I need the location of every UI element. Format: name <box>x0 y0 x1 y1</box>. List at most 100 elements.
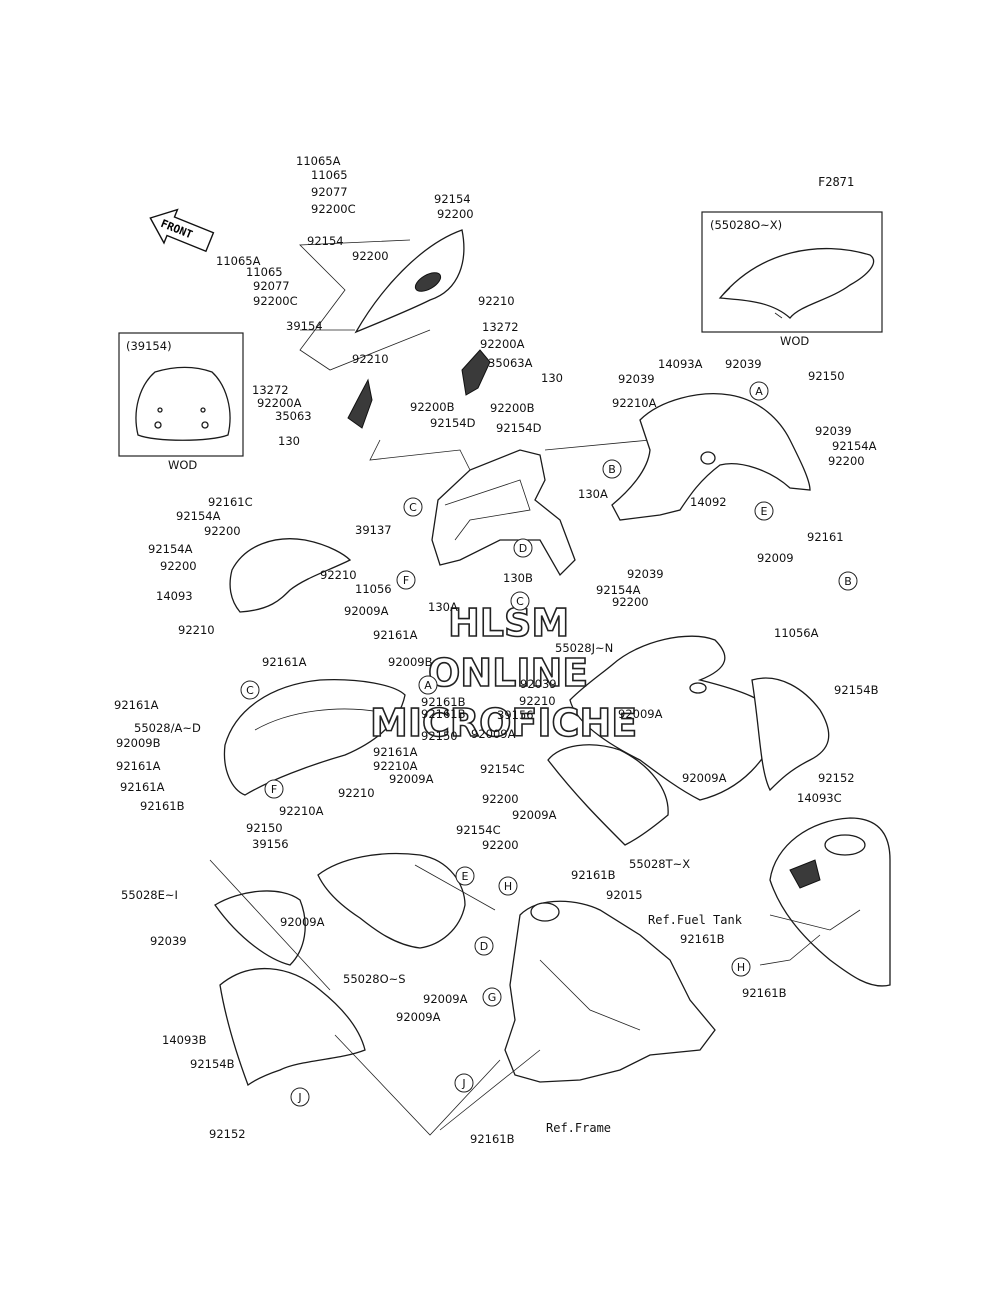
mirror-stay-right <box>347 349 491 429</box>
part-number-label: 13272 <box>252 383 289 397</box>
part-number-label: 92039 <box>627 567 664 581</box>
part-number-label: 92210A <box>279 804 324 818</box>
part-number-label: 92200B <box>410 400 455 414</box>
callout-g: G <box>482 987 502 1007</box>
inset-left-caption: WOD <box>168 458 197 472</box>
part-number-label: 92200A <box>480 337 525 351</box>
callout-e: E <box>455 866 475 886</box>
part-number-label: 92009A <box>280 915 325 929</box>
part-number-label: 92150 <box>421 729 458 743</box>
part-number-label: 130 <box>541 371 563 385</box>
part-number-label: 92200 <box>160 559 197 573</box>
part-number-label: 92161A <box>116 759 161 773</box>
part-number-label: 92009A <box>423 992 468 1006</box>
part-number-label: 14092 <box>690 495 727 509</box>
side-cowl-left <box>214 890 306 966</box>
part-number-label: 92039 <box>725 357 762 371</box>
part-number-label: 130B <box>503 571 533 585</box>
part-number-label: 92161B <box>742 986 787 1000</box>
part-number-label: 92009A <box>682 771 727 785</box>
part-number-label: 13272 <box>482 320 519 334</box>
callout-b: B <box>838 571 858 591</box>
part-number-label: 92154A <box>832 439 877 453</box>
part-number-label: 92009B <box>116 736 161 750</box>
part-number-label: 92210 <box>352 352 389 366</box>
part-number-label: 92150 <box>808 369 845 383</box>
callout-f: F <box>264 779 284 799</box>
part-number-label: 92210 <box>519 694 556 708</box>
part-number-label: 92161A <box>262 655 307 669</box>
part-number-label: 92154D <box>430 416 476 430</box>
part-number-label: 92161 <box>807 530 844 544</box>
part-number-label: 92154A <box>176 509 221 523</box>
callout-d: D <box>474 936 494 956</box>
callout-f: F <box>396 570 416 590</box>
part-number-label: 39156 <box>252 837 289 851</box>
inset-right-title: (55028O~X) <box>710 218 782 232</box>
inset-left-title: (39154) <box>126 339 172 353</box>
watermark-line1: HLSM <box>448 601 569 645</box>
svg-text:E: E <box>462 870 469 883</box>
part-number-label: 92039 <box>618 372 655 386</box>
part-number-label: 11065 <box>246 265 283 279</box>
part-number-label: 11065A <box>296 154 341 168</box>
part-number-label: 92154 <box>307 234 344 248</box>
part-number-label: 92009A <box>471 727 516 741</box>
callout-c: C <box>240 680 260 700</box>
frame-reference <box>504 900 716 1083</box>
part-number-label: 92161A <box>373 628 418 642</box>
svg-text:J: J <box>461 1077 465 1090</box>
side-cowl-right-lower <box>547 744 669 846</box>
windshield <box>299 229 465 371</box>
svg-text:A: A <box>424 679 432 692</box>
part-number-label: 55028O~S <box>343 972 406 986</box>
part-number-label: 92009B <box>388 655 433 669</box>
part-number-label: 92009A <box>618 707 663 721</box>
lower-panel-left <box>219 967 366 1087</box>
callout-c: C <box>403 497 423 517</box>
part-number-label: 92200C <box>311 202 356 216</box>
part-number-label: 92150 <box>246 821 283 835</box>
part-number-label: 92009A <box>396 1010 441 1024</box>
part-number-label: 92200 <box>482 792 519 806</box>
svg-text:F: F <box>403 574 409 587</box>
part-number-label: 92161A <box>120 780 165 794</box>
part-number-label: 92009A <box>389 772 434 786</box>
callout-a: A <box>418 675 438 695</box>
callout-d: D <box>513 538 533 558</box>
fuel-tank-reference <box>769 817 891 987</box>
part-number-label: 92161B <box>140 799 185 813</box>
part-number-label: 92210 <box>478 294 515 308</box>
part-number-label: 14093A <box>658 357 703 371</box>
svg-text:J: J <box>297 1091 301 1104</box>
part-number-label: 92200 <box>482 838 519 852</box>
callout-h: H <box>498 876 518 896</box>
part-number-label: 92009 <box>757 551 794 565</box>
svg-text:C: C <box>516 595 524 608</box>
part-number-label: 92154B <box>190 1057 235 1071</box>
part-number-label: 35063 <box>275 409 312 423</box>
part-number-label: 92161B <box>421 695 466 709</box>
inset-cowling-variant: (55028O~X) WOD <box>701 211 883 348</box>
part-number-label: 55028E~I <box>121 888 178 902</box>
inset-right-caption: WOD <box>780 334 809 348</box>
watermark: HLSM ONLINE MICROFICHE <box>369 600 638 746</box>
part-number-label: 35063A <box>488 356 533 370</box>
part-number-label: 92210A <box>373 759 418 773</box>
part-number-label: 92077 <box>253 279 290 293</box>
callout-h: H <box>731 957 751 977</box>
part-number-label: 130 <box>278 434 300 448</box>
inner-cover-left <box>229 538 352 613</box>
svg-text:E: E <box>761 505 768 518</box>
part-number-label: 92161C <box>208 495 253 509</box>
inset-windshield-variant: (39154) WOD <box>118 332 244 472</box>
part-number-label: 92154 <box>434 192 471 206</box>
part-number-label: 92161A <box>114 698 159 712</box>
part-number-label: 92161B <box>571 868 616 882</box>
part-number-label: 92200 <box>204 524 241 538</box>
part-number-label: 11065 <box>311 168 348 182</box>
part-number-label: 92210 <box>178 623 215 637</box>
callout-j: J <box>454 1073 474 1093</box>
